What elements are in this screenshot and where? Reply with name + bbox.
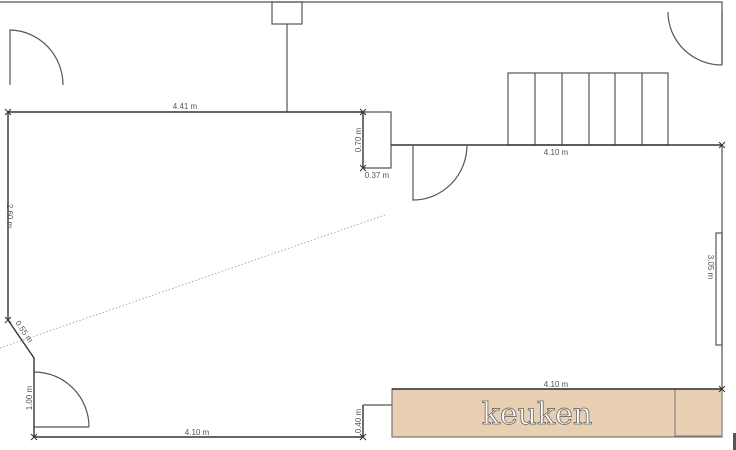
dim-right-height: 3.05 m	[706, 255, 715, 280]
window-right[interactable]	[715, 232, 723, 346]
dim-stair-wall: 4.10 m	[544, 148, 569, 157]
notch-wall	[363, 111, 392, 169]
kitchen-counter[interactable]	[391, 388, 723, 438]
room-label: keuken	[482, 397, 593, 432]
chimney-box	[271, 1, 303, 25]
stairs	[507, 72, 669, 146]
dim-bottom-width: 4.10 m	[185, 428, 210, 437]
guide-line	[0, 214, 386, 349]
door-bottom-left[interactable]	[33, 371, 90, 428]
scroll-handle[interactable]	[733, 433, 736, 450]
dim-top-width: 4.41 m	[173, 102, 198, 111]
dim-notch-height: 0.70 m	[354, 127, 363, 152]
dim-left-height: 2.60 m	[5, 204, 14, 229]
dim-door-wall: 1.00 m	[25, 385, 34, 410]
dim-kitchen-width: 4.10 m	[544, 380, 569, 389]
top-wall	[0, 1, 723, 65]
dim-kitchen-step: 0.40 m	[354, 408, 363, 433]
dim-notch-width: 0.37 m	[365, 171, 390, 180]
door-middle[interactable]	[412, 144, 468, 201]
door-top-right[interactable]	[667, 11, 723, 66]
wall-diagonal-0-55[interactable]	[7, 319, 35, 359]
door-top-left[interactable]	[9, 29, 64, 86]
